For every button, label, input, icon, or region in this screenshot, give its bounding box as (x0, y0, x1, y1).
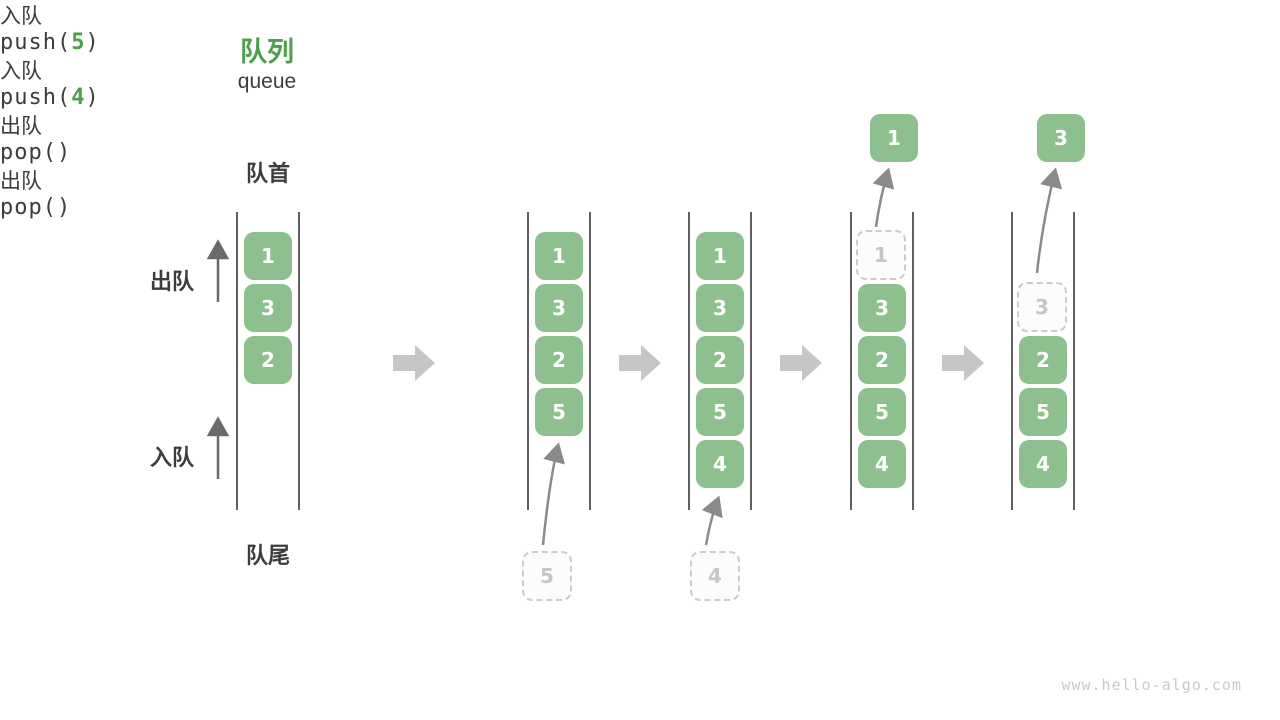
popped-cell: 3 (1037, 114, 1085, 162)
removed-cell-placeholder: 3 (1017, 282, 1067, 332)
queue-cell: 3 (244, 284, 292, 332)
op-code: pop() (0, 195, 72, 220)
label-queue-front: 队首 (245, 161, 290, 186)
queue-cell: 1 (535, 232, 583, 280)
queue-cell: 5 (858, 388, 906, 436)
op-label: 出队 (0, 170, 42, 193)
queue-cell: 2 (535, 336, 583, 384)
queue-cell: 1 (244, 232, 292, 280)
queue-cell: 1 (696, 232, 744, 280)
flow-arrow (541, 442, 565, 546)
queue-cell: 3 (535, 284, 583, 332)
op-label: 入队 (0, 60, 42, 83)
transition-arrow-icon (942, 345, 984, 381)
op-label: 入队 (0, 5, 42, 28)
transition-arrow-icon (780, 345, 822, 381)
label-dequeue-side: 出队 (150, 269, 195, 294)
queue-cell: 3 (696, 284, 744, 332)
op-code: push(5) (0, 30, 100, 55)
queue-cell: 5 (1019, 388, 1067, 436)
queue-cell: 2 (244, 336, 292, 384)
diagram-title-en: queue (237, 70, 297, 93)
label-queue-rear: 队尾 (245, 543, 290, 568)
label-enqueue-side: 入队 (150, 445, 195, 470)
queue-cell: 2 (696, 336, 744, 384)
flow-arrow (1035, 167, 1063, 274)
watermark: www.hello-algo.com (1061, 676, 1242, 694)
op-code: push(4) (0, 85, 100, 110)
incoming-cell: 5 (522, 551, 572, 601)
queue-cell: 2 (858, 336, 906, 384)
popped-cell: 1 (870, 114, 918, 162)
transition-arrow-icon (619, 345, 661, 381)
transition-arrow-icon (393, 345, 435, 381)
queue-cell: 4 (858, 440, 906, 488)
queue-cell: 5 (696, 388, 744, 436)
queue-cell: 4 (696, 440, 744, 488)
queue-cell: 2 (1019, 336, 1067, 384)
flow-arrow (701, 495, 723, 546)
incoming-cell: 4 (690, 551, 740, 601)
queue-cell: 3 (858, 284, 906, 332)
op-code: pop() (0, 140, 72, 165)
removed-cell-placeholder: 1 (856, 230, 906, 280)
op-label: 出队 (0, 115, 42, 138)
queue-cell: 4 (1019, 440, 1067, 488)
flow-arrow (872, 167, 895, 228)
queue-cell: 5 (535, 388, 583, 436)
diagram-title-zh: 队列 (240, 37, 294, 67)
